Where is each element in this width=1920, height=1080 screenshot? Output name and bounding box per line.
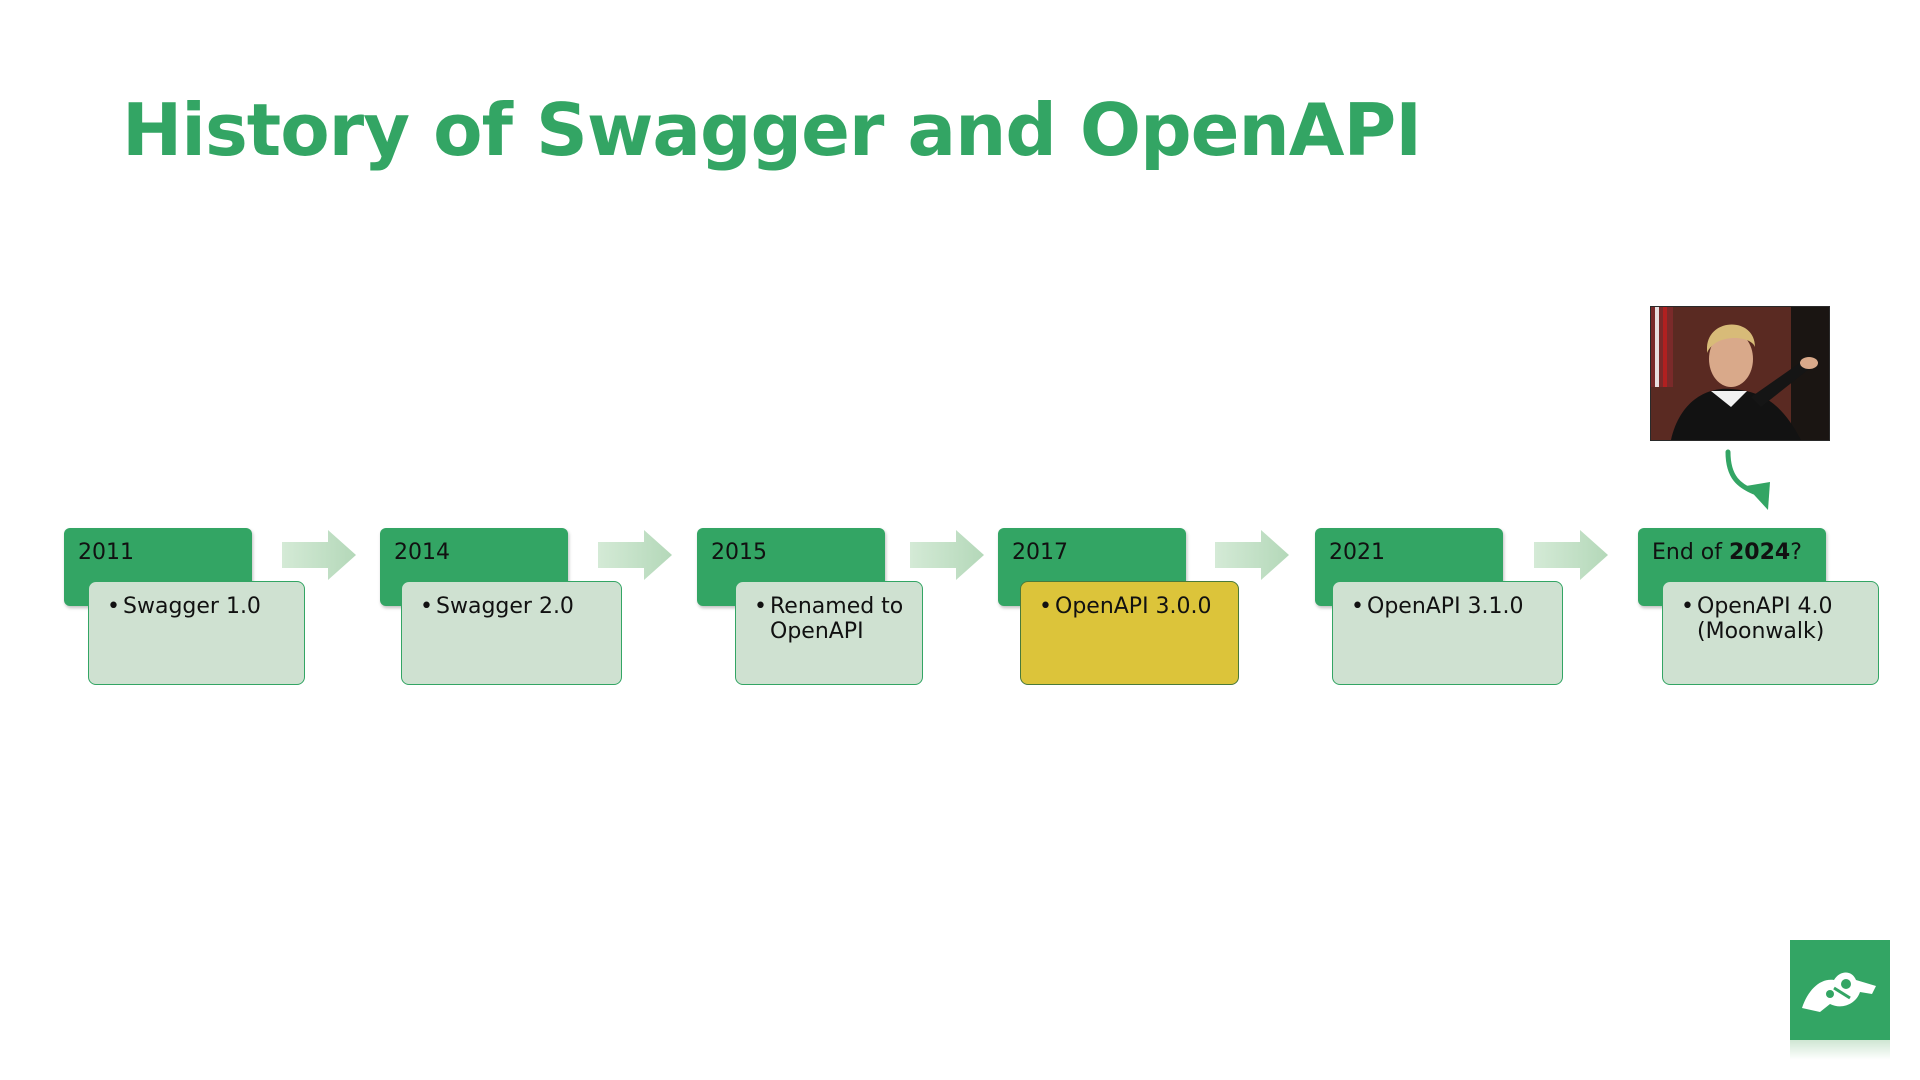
slide-title: History of Swagger and OpenAPI	[122, 88, 1422, 172]
bullet-glyph: •	[420, 594, 433, 619]
arrow-right-icon	[282, 530, 356, 580]
timeline-detail: •Swagger 2.0	[420, 594, 607, 619]
year-prefix: End of	[1652, 540, 1729, 565]
timeline-detail: •OpenAPI 3.0.0	[1039, 594, 1224, 619]
brand-logo-icon	[1790, 940, 1890, 1060]
timeline-card-2021: •OpenAPI 3.1.0	[1332, 581, 1563, 685]
detail-text: Swagger 1.0	[123, 594, 261, 619]
timeline-detail: •Renamed to OpenAPI	[754, 594, 908, 644]
timeline-detail: •OpenAPI 4.0 (Moonwalk)	[1681, 594, 1864, 644]
arrow-right-icon	[910, 530, 984, 580]
arrow-right-icon	[598, 530, 672, 580]
timeline-card-2014: •Swagger 2.0	[401, 581, 622, 685]
timeline-detail: •OpenAPI 3.1.0	[1351, 594, 1548, 619]
timeline-card-2024: •OpenAPI 4.0 (Moonwalk)	[1662, 581, 1879, 685]
detail-text: OpenAPI 4.0 (Moonwalk)	[1697, 594, 1833, 644]
arrow-right-icon	[1534, 530, 1608, 580]
judge-photo	[1650, 306, 1830, 441]
timeline-card-2011: •Swagger 1.0	[88, 581, 305, 685]
bullet-glyph: •	[1681, 594, 1694, 619]
bullet-glyph: •	[1039, 594, 1052, 619]
detail-text: OpenAPI 3.1.0	[1367, 594, 1524, 619]
timeline-detail: •Swagger 1.0	[107, 594, 290, 619]
detail-text: Renamed to OpenAPI	[770, 594, 904, 644]
detail-text: OpenAPI 3.0.0	[1055, 594, 1212, 619]
detail-text: Swagger 2.0	[436, 594, 574, 619]
year-suffix: ?	[1790, 540, 1802, 565]
timeline-card-2017: •OpenAPI 3.0.0	[1020, 581, 1239, 685]
bullet-glyph: •	[107, 594, 120, 619]
bullet-glyph: •	[754, 594, 767, 619]
year-bold: 2024	[1729, 540, 1791, 565]
curved-arrow-down-icon	[1725, 449, 1770, 510]
bullet-glyph: •	[1351, 594, 1364, 619]
arrow-right-icon	[1215, 530, 1289, 580]
timeline-card-2015: •Renamed to OpenAPI	[735, 581, 923, 685]
